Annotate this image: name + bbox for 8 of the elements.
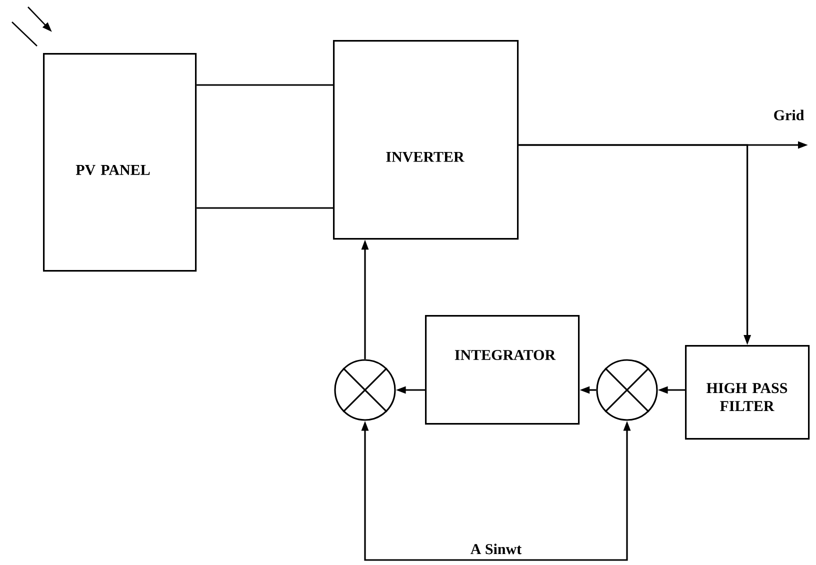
edge-label: A Sinwt [468,542,524,556]
block-box: PV PANEL [43,53,197,272]
multiplier-symbol [596,359,658,421]
multiplier-symbol [334,359,396,421]
block-box: INVERTER [333,40,519,240]
block-box: INTEGRATOR [425,315,580,425]
output-label: Grid [774,110,804,120]
block-box: HIGH PASS FILTER [685,345,810,440]
